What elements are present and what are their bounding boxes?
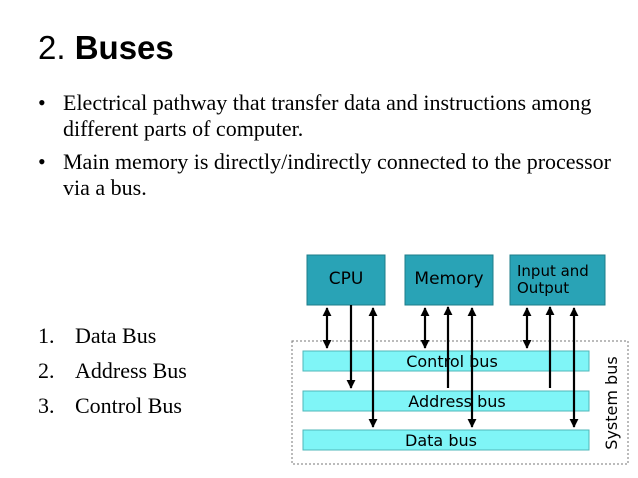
- bullet-dot-icon: •: [38, 90, 46, 115]
- title-word: Buses: [74, 29, 174, 66]
- control-bus-label: Control bus: [406, 352, 498, 371]
- address-bus-label: Address bus: [408, 392, 505, 411]
- bus-type-item: 2.Address Bus: [38, 358, 187, 383]
- bus-type-item: 3.Control Bus: [38, 393, 182, 418]
- system-bus-boundary: [291, 340, 629, 465]
- data-bus-label: Data bus: [405, 431, 477, 450]
- bullet-item: • Electrical pathway that transfer data …: [38, 90, 618, 142]
- bullet-text: Electrical pathway that transfer data an…: [63, 90, 592, 141]
- bus-type-list: 1.Data Bus 2.Address Bus 3.Control Bus: [38, 318, 187, 423]
- bullet-list: • Electrical pathway that transfer data …: [38, 90, 618, 208]
- system-bus-label: System bus: [602, 356, 621, 449]
- io-label-line2: Output: [517, 279, 569, 297]
- title-number: 2.: [38, 29, 66, 66]
- connection-arrows: [322, 305, 579, 428]
- bullet-item: • Main memory is directly/indirectly con…: [38, 149, 618, 201]
- slide-title: 2. Buses: [38, 28, 174, 68]
- bus-type-item: 1.Data Bus: [38, 323, 157, 348]
- data-bus: Data bus: [302, 429, 590, 451]
- io-label-line1: Input and: [517, 262, 589, 280]
- memory-box: Memory: [404, 254, 494, 306]
- memory-label: Memory: [414, 269, 483, 289]
- control-bus: Control bus: [302, 350, 590, 372]
- bullet-dot-icon: •: [38, 149, 46, 174]
- bullet-text: Main memory is directly/indirectly conne…: [63, 149, 612, 200]
- cpu-label: CPU: [329, 269, 364, 289]
- cpu-box: CPU: [306, 254, 386, 306]
- address-bus: Address bus: [302, 390, 590, 412]
- io-box: Input and Output: [509, 254, 606, 306]
